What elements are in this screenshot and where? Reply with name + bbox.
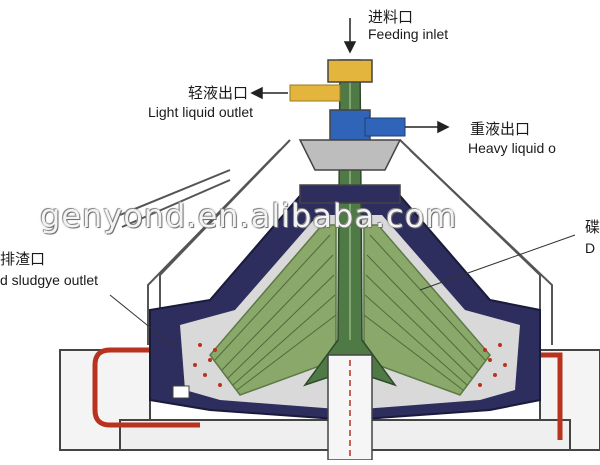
feeding-inlet-label-en: Feeding inlet bbox=[368, 26, 449, 42]
feeding-inlet-label-zh: 进料口 bbox=[368, 9, 414, 26]
heavy-liquid-pipe bbox=[364, 117, 406, 137]
inspection-port bbox=[172, 385, 190, 399]
light-liquid-pipe bbox=[289, 84, 341, 102]
light-outlet-arrow-icon bbox=[250, 86, 263, 100]
leader-lines bbox=[109, 234, 576, 351]
watermark: genyond.en.alibaba.com bbox=[40, 197, 458, 235]
disc-label-zh: 碟 bbox=[585, 219, 600, 236]
disc-lines-left bbox=[214, 234, 337, 391]
heavy-outlet-arrow-icon bbox=[437, 120, 450, 134]
disc-label-en: D bbox=[585, 240, 596, 256]
feed-arrow-icon bbox=[343, 41, 357, 54]
light-outlet-label-en: Light liquid outlet bbox=[148, 104, 254, 120]
light-outlet-label-zh: 轻液出口 bbox=[188, 85, 249, 102]
sludge-particles bbox=[193, 343, 507, 387]
disc-stack-right bbox=[363, 224, 491, 396]
sludge-outlet-label-zh: 排渣口 bbox=[0, 251, 46, 268]
top-fittings bbox=[298, 59, 402, 204]
heavy-outlet-label-en: Heavy liquid o bbox=[468, 140, 556, 156]
sludge-outlet-label-en: d sludgye outlet bbox=[0, 272, 99, 288]
arrows bbox=[250, 18, 450, 134]
heavy-outlet-label-zh: 重液出口 bbox=[470, 121, 531, 138]
disc-stack-left bbox=[209, 224, 337, 396]
spindle bbox=[327, 354, 373, 461]
disc-lines-right bbox=[363, 234, 486, 391]
